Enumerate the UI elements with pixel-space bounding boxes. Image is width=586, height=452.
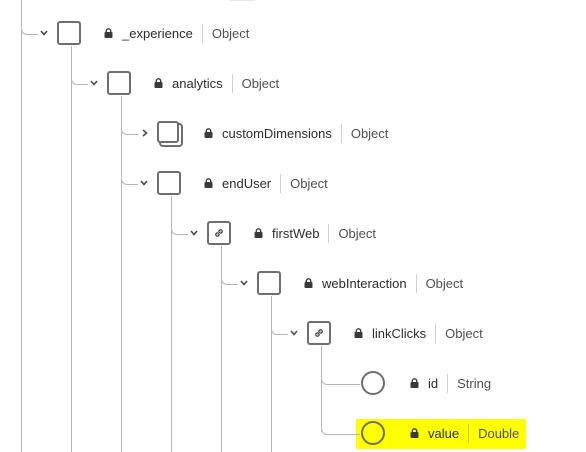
divider (328, 223, 330, 243)
field-name[interactable]: analytics (172, 75, 223, 91)
divider (447, 373, 449, 393)
tree-connector (121, 118, 138, 135)
tree-connector (121, 168, 138, 185)
field-name[interactable]: linkClicks (372, 325, 427, 341)
divider (280, 173, 282, 193)
tree-connector (171, 218, 188, 235)
field-name[interactable]: _experience (122, 25, 193, 41)
divider (201, 23, 203, 43)
field-name[interactable]: webInteraction (322, 275, 407, 291)
tree-connector (21, 18, 38, 35)
field-type: Object (338, 225, 377, 241)
tree-row[interactable]: linkClicks Object (354, 323, 483, 343)
chevron-down-icon[interactable] (38, 28, 50, 40)
lock-icon (410, 428, 419, 438)
chevron-right-icon[interactable] (139, 127, 151, 139)
tree-connector (321, 368, 360, 385)
field-type: Object (290, 175, 328, 191)
divider (435, 323, 437, 343)
field-type: Object (445, 325, 483, 341)
lock-icon (410, 378, 419, 388)
tree-row[interactable]: id String (410, 373, 491, 393)
lock-icon (354, 328, 363, 338)
lock-icon (104, 28, 113, 38)
tree-guide-line (121, 96, 122, 452)
tree-guide-line (171, 196, 172, 452)
field-name[interactable]: endUser (222, 175, 272, 191)
object-node-icon[interactable] (57, 21, 81, 45)
lock-icon (254, 228, 263, 238)
tree-row[interactable]: analytics Object (154, 73, 279, 93)
object-node-icon[interactable] (257, 271, 281, 295)
tree-row[interactable]: _experience Object (104, 23, 249, 43)
field-type: Object (425, 275, 464, 291)
tree-row[interactable]: customDimensions Object (204, 123, 388, 143)
lock-icon (204, 128, 213, 138)
field-type: Object (350, 125, 389, 141)
chevron-down-icon[interactable] (288, 328, 300, 340)
field-name[interactable]: customDimensions (222, 125, 332, 141)
field-type: Double (478, 425, 520, 441)
divider (340, 123, 342, 143)
lock-icon (204, 178, 213, 188)
tree-guide-line (71, 46, 72, 452)
tree-guide-line (271, 296, 272, 452)
tree-guide-line (221, 246, 222, 452)
divider (231, 73, 233, 93)
chevron-down-icon[interactable] (88, 78, 100, 90)
lock-icon (304, 278, 313, 288)
lock-icon (154, 78, 163, 88)
tree-connector (271, 318, 288, 335)
link-node-icon[interactable] (207, 221, 231, 245)
link-node-icon[interactable] (307, 321, 331, 345)
field-node-icon[interactable] (361, 371, 385, 395)
chevron-down-icon[interactable] (238, 278, 250, 290)
chevron-down-icon[interactable] (138, 178, 150, 190)
tree-guide-line (321, 346, 322, 432)
divider (468, 423, 470, 443)
chevron-down-icon[interactable] (188, 228, 200, 240)
tree-row[interactable]: endUser Object (204, 173, 328, 193)
tree-top-stub (229, 0, 255, 1)
field-name[interactable]: id (428, 375, 439, 391)
field-name[interactable]: firstWeb (272, 225, 320, 241)
tree-connector (221, 268, 238, 285)
tree-row[interactable]: webInteraction Object (304, 273, 463, 293)
tree-connector (321, 418, 360, 435)
object-node-icon[interactable] (107, 71, 131, 95)
field-node-icon[interactable] (361, 421, 385, 445)
field-type: String (457, 375, 492, 391)
field-name[interactable]: value (428, 425, 460, 441)
field-type: Object (241, 75, 280, 91)
field-type: Object (211, 25, 250, 41)
tree-connector (71, 68, 88, 85)
stacked-object-node-icon[interactable] (157, 121, 179, 143)
tree-guide-line (21, 0, 22, 452)
object-node-icon[interactable] (157, 171, 181, 195)
tree-row[interactable]: firstWeb Object (254, 223, 376, 243)
divider (415, 273, 417, 293)
tree-row-highlighted[interactable]: value Double (410, 423, 519, 443)
